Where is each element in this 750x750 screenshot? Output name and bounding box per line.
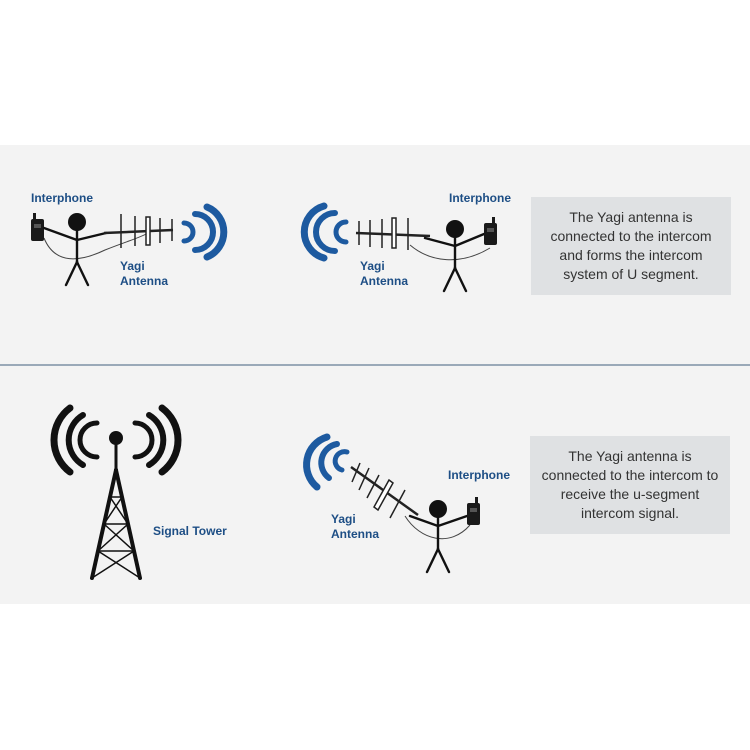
signal-waves-icon <box>300 202 349 262</box>
interphone-label: Interphone <box>449 191 511 205</box>
yagi-antenna-label: Yagi Antenna <box>360 259 408 288</box>
antenna-cable <box>43 231 151 260</box>
antenna-cable <box>404 515 471 540</box>
antenna-cable <box>409 244 491 261</box>
interphone-icon <box>484 217 497 245</box>
person-icon <box>42 213 108 287</box>
signal-waves-icon <box>303 433 350 491</box>
note-u-segment-system: The Yagi antenna is connected to the int… <box>531 197 731 295</box>
yagi-antenna-label: Yagi Antenna <box>331 512 379 541</box>
interphone-label: Interphone <box>31 191 93 205</box>
yagi-antenna-icon <box>350 462 419 519</box>
person-icon <box>423 220 486 293</box>
tower-waves <box>50 404 182 476</box>
person-icon <box>408 500 469 574</box>
yagi-antenna-icon <box>355 217 431 250</box>
yagi-antenna-label: Yagi Antenna <box>120 259 168 288</box>
signal-waves-icon <box>181 203 228 261</box>
note-u-segment-receive: The Yagi antenna is connected to the int… <box>530 436 730 534</box>
yagi-antenna-icon <box>103 214 174 248</box>
interphone-icon <box>467 497 480 525</box>
signal-tower-label: Signal Tower <box>153 524 227 538</box>
interphone-icon <box>31 213 44 241</box>
interphone-label: Interphone <box>448 468 510 482</box>
section-divider <box>0 364 750 366</box>
